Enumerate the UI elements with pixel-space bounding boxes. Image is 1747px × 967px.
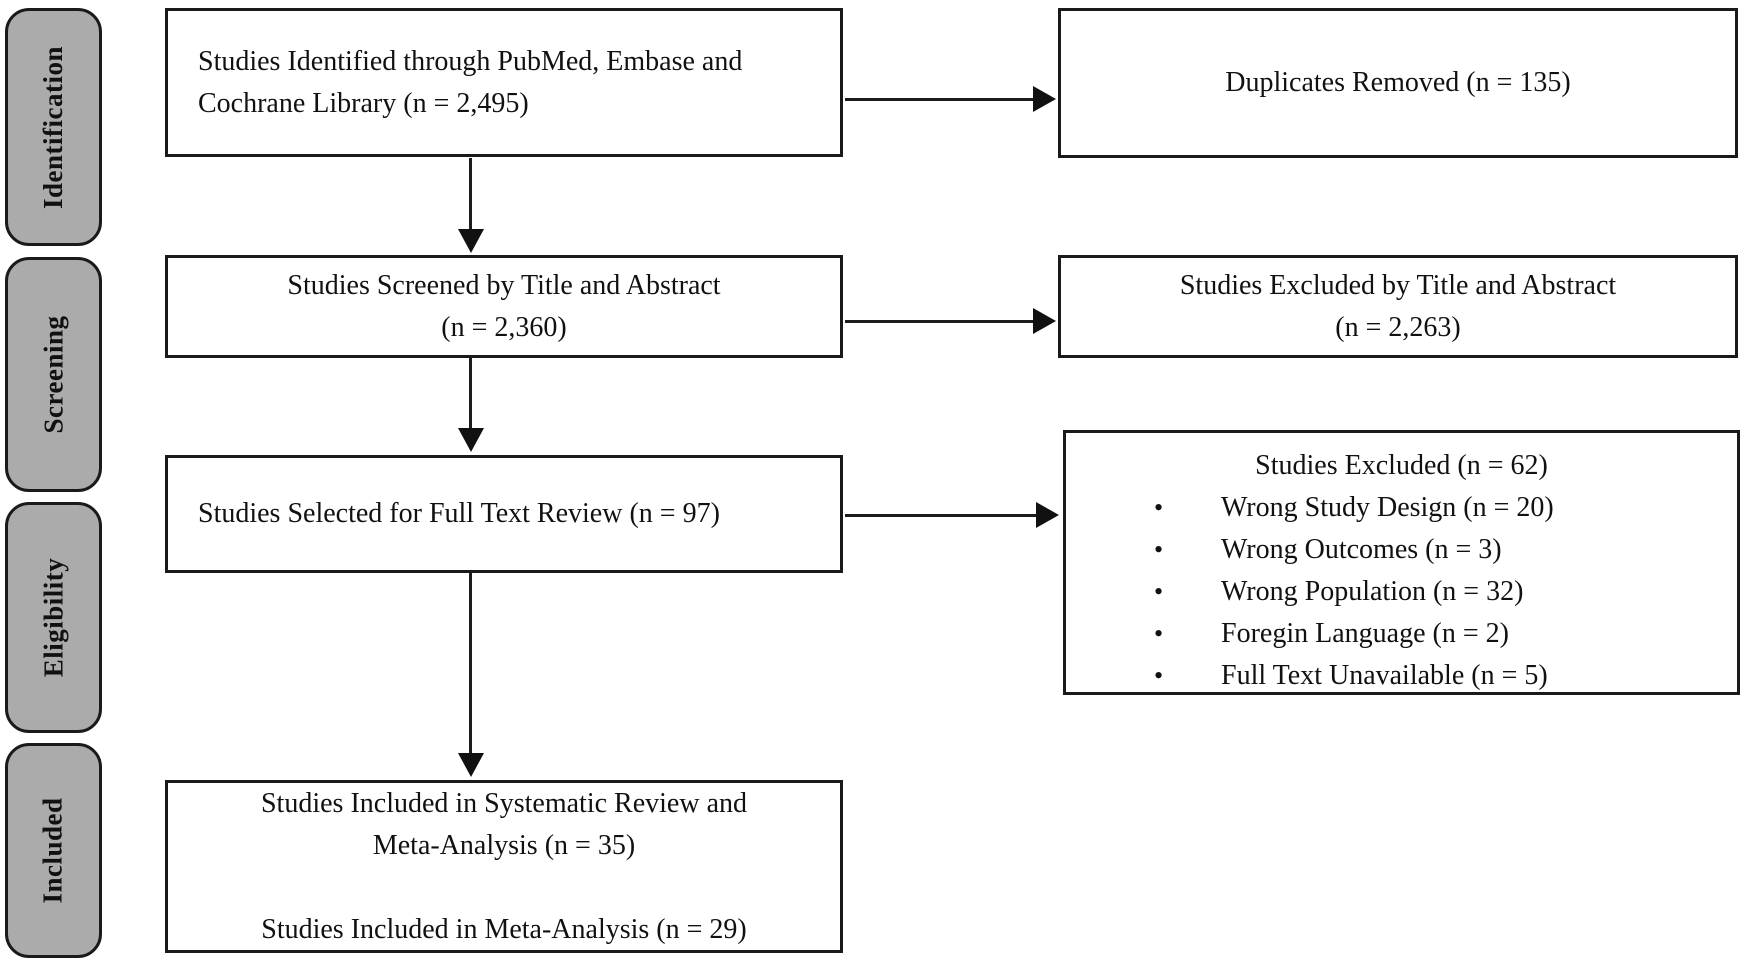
- box-studies-identified-text: Studies Identified through PubMed, Embas…: [198, 45, 743, 119]
- bullet-icon: •: [1154, 661, 1164, 690]
- box-excluded-title-abstract: Studies Excluded by Title and Abstract (…: [1058, 255, 1738, 358]
- stage-identification-label: Identification: [38, 45, 69, 209]
- bullet-icon: •: [1154, 535, 1164, 564]
- list-item: • Wrong Study Design (n = 20): [1066, 487, 1737, 529]
- stage-included-label: Included: [38, 797, 69, 904]
- bullet-icon: •: [1154, 577, 1164, 606]
- box-studies-included-text: Studies Included in Systematic Review an…: [260, 787, 748, 945]
- list-item: • Full Text Unavailable (n = 5): [1066, 655, 1737, 697]
- stage-screening: Screening: [5, 257, 102, 492]
- box-full-text-review: Studies Selected for Full Text Review (n…: [165, 455, 843, 573]
- excluded-reasons-list: • Wrong Study Design (n = 20) • Wrong Ou…: [1066, 487, 1737, 697]
- stage-identification: Identification: [5, 8, 102, 246]
- box-duplicates-removed-text: Duplicates Removed (n = 135): [1225, 67, 1571, 98]
- stage-screening-label: Screening: [38, 315, 68, 434]
- box-excluded-title-abstract-text: Studies Excluded by Title and Abstract (…: [1179, 269, 1617, 343]
- box-studies-screened-text: Studies Screened by Title and Abstract (…: [287, 269, 721, 343]
- excluded-reason-text: Wrong Study Design (n = 20): [1221, 492, 1554, 523]
- bullet-icon: •: [1154, 619, 1164, 648]
- excluded-reason-text: Foregin Language (n = 2): [1221, 618, 1509, 649]
- box-excluded-full-text-title: Studies Excluded (n = 62): [1255, 450, 1548, 481]
- excluded-reason-text: Wrong Population (n = 32): [1221, 576, 1524, 607]
- excluded-reason-text: Wrong Outcomes (n = 3): [1221, 534, 1502, 565]
- stage-eligibility: Eligibility: [5, 502, 102, 733]
- bullet-icon: •: [1154, 493, 1164, 522]
- stage-eligibility-label: Eligibility: [38, 557, 68, 678]
- box-full-text-review-text: Studies Selected for Full Text Review (n…: [198, 498, 720, 529]
- box-duplicates-removed: Duplicates Removed (n = 135): [1058, 8, 1738, 158]
- list-item: • Wrong Population (n = 32): [1066, 571, 1737, 613]
- list-item: • Foregin Language (n = 2): [1066, 613, 1737, 655]
- stage-included: Included: [5, 743, 102, 958]
- box-excluded-full-text: Studies Excluded (n = 62) • Wrong Study …: [1063, 430, 1740, 695]
- box-studies-included: Studies Included in Systematic Review an…: [165, 780, 843, 953]
- box-studies-identified: Studies Identified through PubMed, Embas…: [165, 8, 843, 157]
- box-studies-screened: Studies Screened by Title and Abstract (…: [165, 255, 843, 358]
- excluded-reason-text: Full Text Unavailable (n = 5): [1221, 660, 1548, 691]
- list-item: • Wrong Outcomes (n = 3): [1066, 529, 1737, 571]
